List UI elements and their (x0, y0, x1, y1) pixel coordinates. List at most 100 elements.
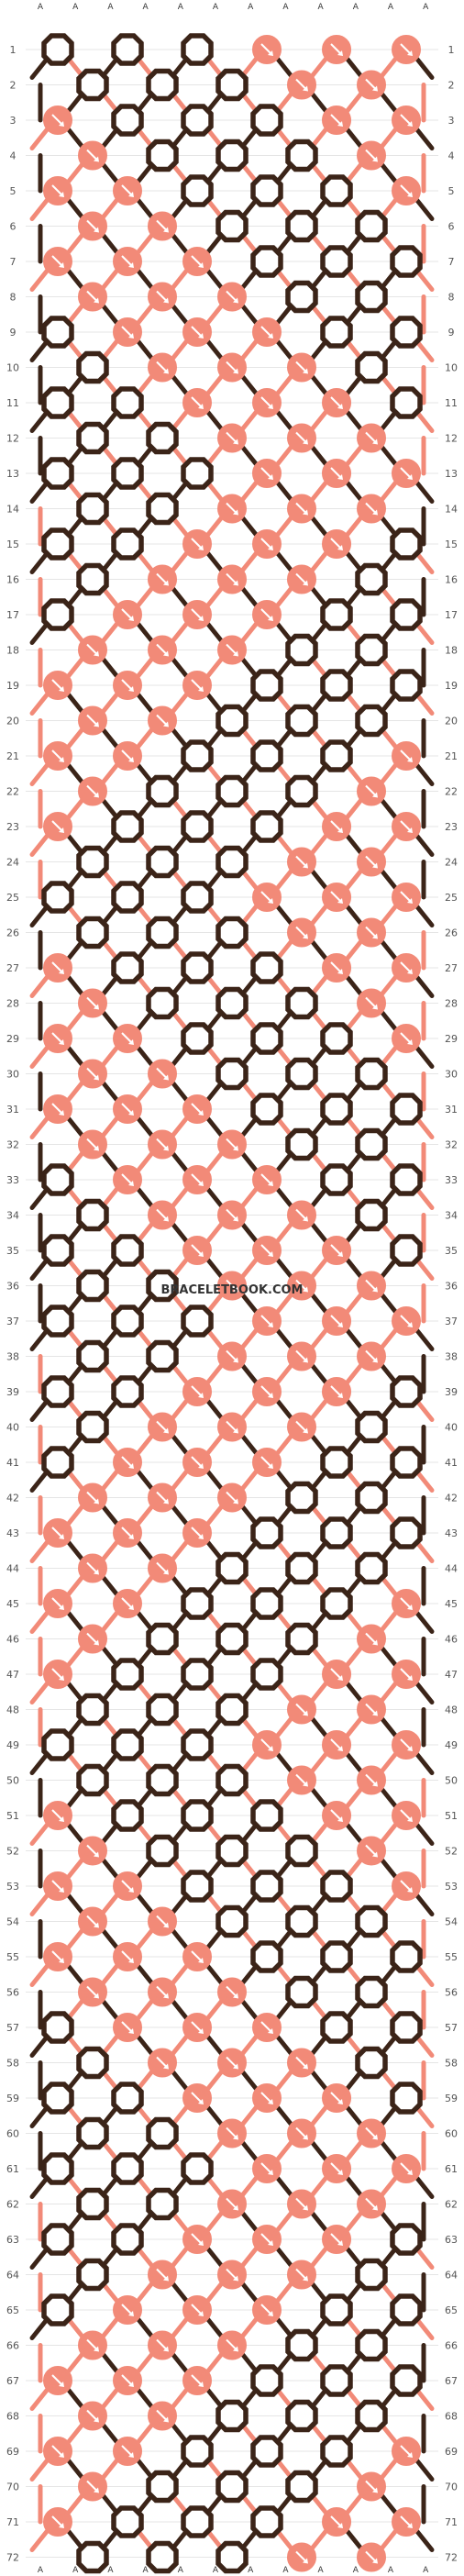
knot (146, 2540, 179, 2574)
row-number-right: 52 (445, 1846, 458, 1858)
knot-dark (111, 527, 144, 561)
knot (320, 739, 353, 772)
string-strand (273, 2209, 295, 2235)
row-number-right: 59 (445, 2093, 458, 2104)
string-strand (204, 1255, 226, 1281)
knot-arrow-icon (365, 996, 377, 1009)
knot (252, 2083, 282, 2113)
knot-arrow-icon (86, 1985, 98, 1998)
knot-arrow-icon (156, 1561, 168, 1574)
knot-arrow-icon (191, 1173, 203, 1185)
row-number-right: 8 (448, 292, 455, 304)
knot (250, 2364, 283, 2397)
knot-arrow-icon (226, 1349, 238, 1362)
knot-dark (285, 1904, 318, 1938)
string-strand (134, 231, 156, 257)
knot (252, 600, 282, 629)
string-strand (238, 2209, 260, 2235)
string-strand (29, 1608, 51, 1634)
string-strand (343, 478, 365, 504)
knot (215, 209, 249, 243)
row-number-left: 71 (6, 2516, 19, 2528)
knot-arrow-icon (226, 431, 238, 444)
row-number-right: 15 (445, 539, 458, 550)
row-number-left: 66 (6, 2340, 19, 2352)
string-strand (64, 1538, 86, 1563)
row-number-left: 70 (6, 2482, 19, 2493)
knot (320, 598, 353, 631)
knot-arrowhead-icon (128, 686, 134, 692)
string-strand (343, 1644, 365, 1670)
knot-dark (41, 2011, 74, 2044)
knot-dark (355, 1198, 388, 1232)
knot-arrow-icon (295, 2550, 307, 2563)
knot-dark (41, 1163, 74, 1196)
knot-dark (355, 350, 388, 384)
knot (252, 2154, 282, 2183)
string-strand (378, 867, 400, 893)
row-number-right: 45 (445, 1598, 458, 1610)
knot-arrow-icon (260, 2021, 272, 2033)
knot-arrowhead-icon (59, 2452, 64, 2458)
knot-arrowhead-icon (233, 1498, 238, 1505)
string-strand (64, 2385, 86, 2411)
knot-dark (181, 457, 214, 490)
knot (357, 776, 386, 806)
knot-dark (146, 1693, 179, 1727)
string-strand (169, 1396, 191, 1422)
row-number-left: 68 (6, 2411, 19, 2423)
knot (390, 1234, 423, 1267)
knot-dark (146, 139, 179, 172)
string-strand (343, 1255, 365, 1281)
string-strand (378, 90, 400, 116)
knot-arrowhead-icon (163, 368, 169, 374)
knot-arrow-icon (156, 219, 168, 232)
knot (250, 1093, 283, 1126)
knot-dark (355, 1481, 388, 1515)
knot-arrow-icon (156, 643, 168, 656)
knot (78, 1482, 107, 1513)
knot-arrow-icon (226, 643, 238, 656)
knot-dark (76, 916, 109, 949)
string-strand (64, 1820, 86, 1846)
knot (392, 2154, 421, 2183)
string-strand (413, 195, 435, 221)
knot-arrow-icon (226, 1420, 238, 1433)
knot-arrow-icon (295, 361, 307, 373)
knot (43, 1660, 72, 1689)
knot-dark (320, 1446, 353, 1479)
string-strand (378, 1715, 400, 1740)
knot-arrow-icon (260, 1738, 272, 1750)
string-strand (204, 1396, 226, 1422)
knot (392, 2437, 421, 2466)
string-strand (169, 2350, 191, 2376)
string-strand (134, 1891, 156, 1916)
knot-dark (250, 2435, 283, 2468)
knot (392, 883, 421, 912)
knot-arrow-icon (330, 467, 342, 479)
string-strand (169, 2315, 191, 2340)
knot (111, 881, 144, 914)
knot-dark (111, 951, 144, 984)
knot (113, 1024, 142, 1053)
knot (287, 917, 316, 948)
knot (76, 68, 109, 102)
knot-arrowhead-icon (372, 1781, 378, 1787)
string-strand (169, 1432, 191, 1458)
string-letter-top: A (282, 3, 289, 12)
knot-dark (111, 881, 144, 914)
knot-arrowhead-icon (268, 545, 273, 550)
knot-arrow-icon (260, 1244, 272, 1256)
row-number-right: 28 (445, 998, 458, 1010)
knot (111, 1305, 144, 1338)
knot-arrowhead-icon (59, 192, 64, 197)
string-strand (308, 2244, 330, 2270)
string-strand (99, 195, 121, 221)
knot-arrow-icon (260, 2092, 272, 2104)
knot (181, 881, 214, 914)
knot-arrow-icon (191, 1244, 203, 1256)
knot-arrow-icon (260, 2162, 272, 2174)
knot-dark (215, 1904, 249, 1938)
knot-dark (215, 1763, 249, 1797)
knot-arrowhead-icon (268, 1746, 273, 1751)
